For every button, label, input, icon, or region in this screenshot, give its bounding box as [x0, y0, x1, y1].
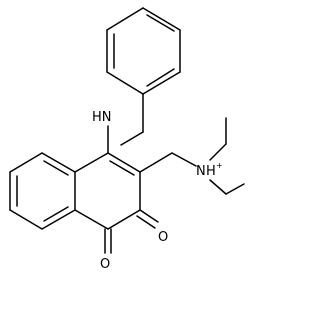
bond-ethyl-lower — [225, 183, 245, 195]
bond — [74, 209, 109, 230]
bond-n-ethyl-lower — [209, 179, 227, 195]
bond-c3-o — [139, 209, 159, 223]
bond — [106, 7, 144, 31]
naphthoquinone-ring-b — [9, 152, 76, 230]
naphthoquinone-ring-a — [74, 152, 141, 230]
amine-nh-label: HN — [92, 110, 112, 125]
bond — [107, 209, 141, 230]
ammonium-n-label: N — [196, 164, 206, 179]
bond — [107, 152, 141, 173]
bond-n-ethyl-upper — [209, 143, 227, 161]
bond — [106, 71, 144, 95]
bond — [146, 14, 175, 32]
bond-ch2-n — [171, 152, 197, 167]
bond — [109, 160, 135, 176]
ammonium-h-label: H — [206, 164, 216, 179]
bond-c2-ch2 — [139, 152, 173, 173]
bond — [146, 68, 175, 87]
bond — [41, 209, 76, 230]
bond — [9, 152, 43, 173]
bond — [142, 71, 181, 95]
ammonium-charge-label: + — [216, 161, 223, 170]
bond — [142, 7, 181, 31]
carbonyl-o-upper-label: O — [158, 230, 168, 245]
benzyl-phenyl-ring — [106, 7, 181, 95]
bond — [41, 152, 76, 173]
bond — [43, 160, 69, 176]
molecule-structure: HN N H + O O — [9, 7, 245, 272]
bond — [74, 152, 109, 173]
bond — [9, 209, 43, 230]
bond — [43, 206, 69, 222]
carbonyl-o-lower-label: O — [100, 257, 110, 272]
bond-c3-o — [136, 215, 156, 229]
bond-ch2-nh — [120, 131, 144, 146]
